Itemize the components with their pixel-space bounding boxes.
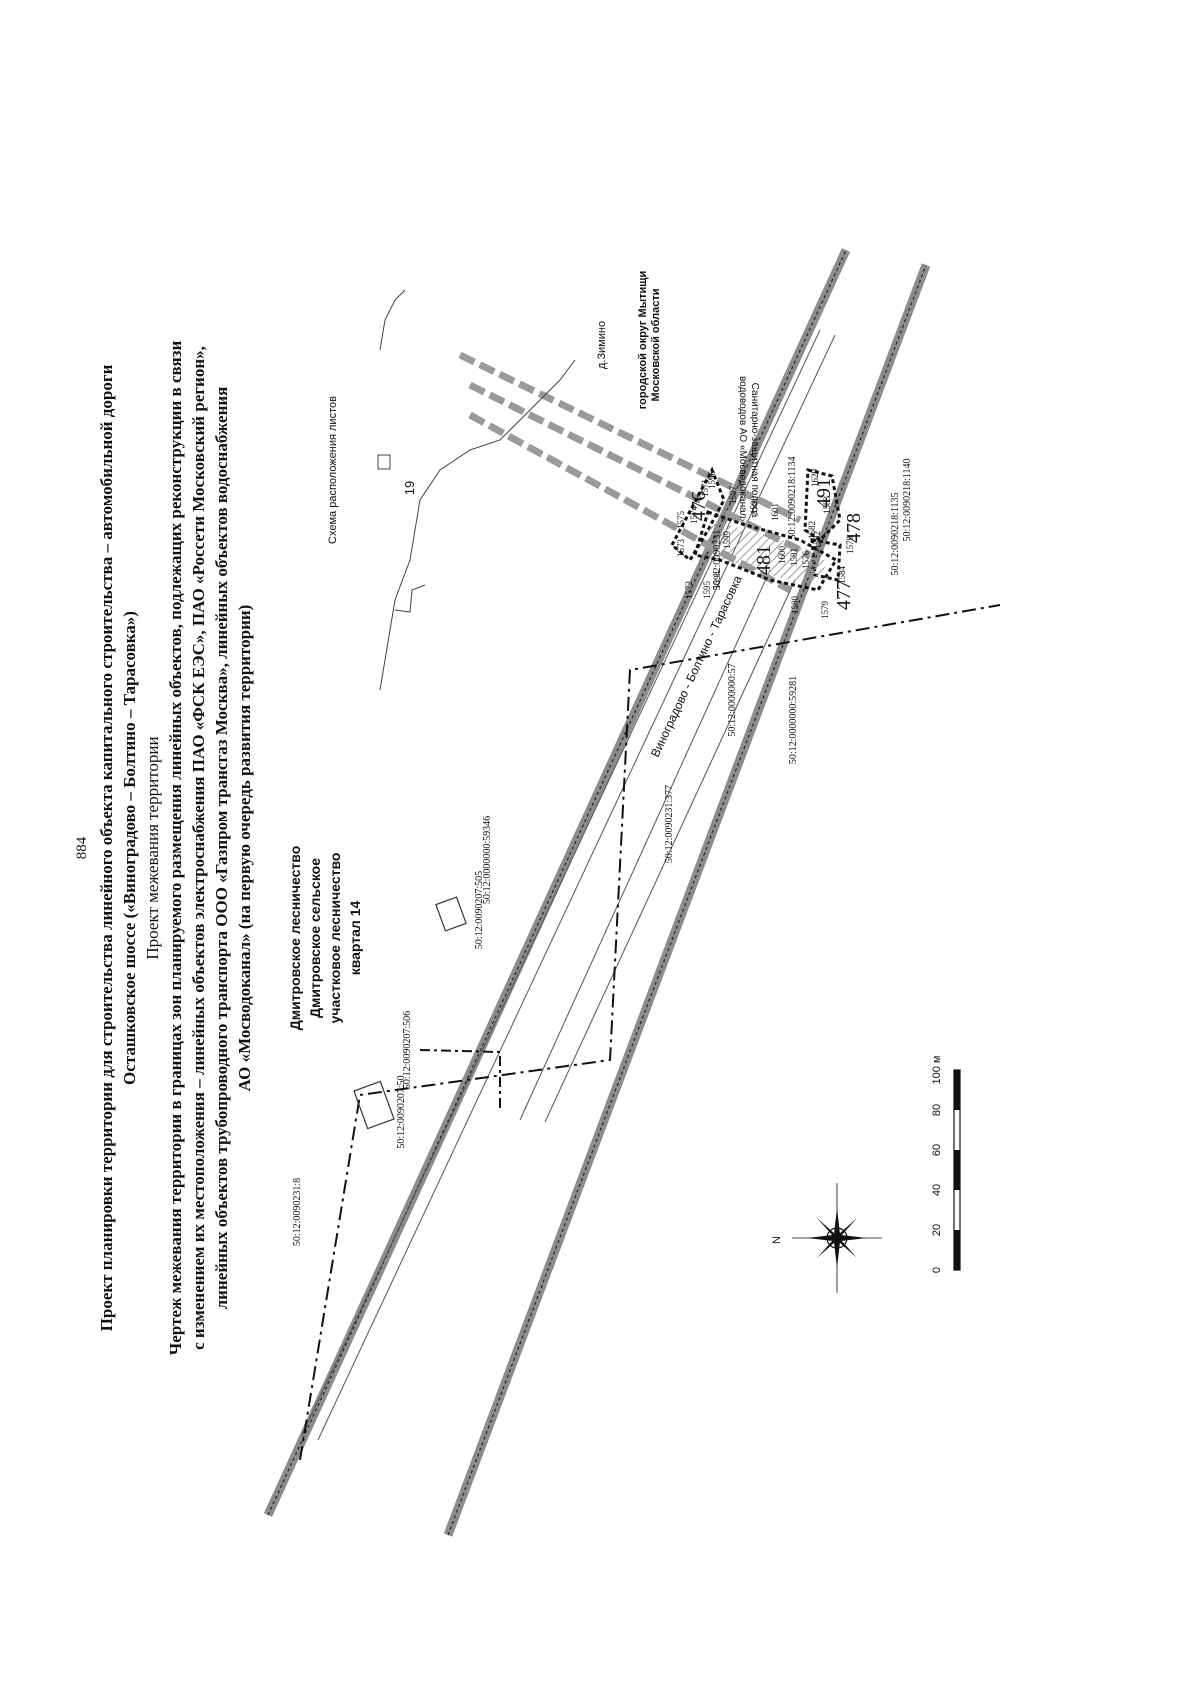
forestry-label-3: участковое лесничество — [327, 853, 343, 1024]
parcel-label: 50:12:0090231:377 — [664, 785, 675, 863]
point-label: 1571 — [700, 479, 710, 497]
point-label: 1592 — [812, 531, 822, 549]
parcel-label: 50:12:0090218:1134 — [787, 457, 798, 540]
power-line-2 — [419, 1049, 501, 1110]
parcel-label: 50:12:0090207:506 — [402, 1011, 413, 1089]
parcel-label: 50:12:0090207:50 — [396, 1075, 407, 1148]
point-label: 1579 — [820, 601, 830, 620]
point-label: 1596 — [707, 471, 717, 490]
sheet-number-19: 19 — [402, 481, 417, 495]
district-label-2: Московской области — [650, 288, 662, 401]
point-label: 1597 — [728, 486, 738, 505]
title-line-3: Проект межевания территории — [143, 736, 162, 959]
point-label: 1584 — [837, 566, 847, 585]
point-label: 1581 — [789, 548, 799, 566]
parcel-label: 50:12:0090218:1135 — [890, 493, 901, 576]
point-label: 1572 — [684, 581, 694, 599]
zone-481-fill — [700, 520, 828, 585]
title-line-6: линейных объектов трубопроводного трансп… — [212, 387, 231, 1310]
scale-tick: 60 — [931, 1144, 943, 1156]
sanitary-zone-label-2: водоводов АО «Мосводоканал» — [737, 376, 748, 525]
village-label: д.Зимино — [596, 321, 608, 369]
map-labels: Дмитровское лесничество Дмитровское сель… — [287, 271, 943, 1273]
point-label: 1575 — [676, 511, 686, 530]
point-label: 1599 — [722, 531, 732, 550]
scale-tick: 0 — [931, 1267, 943, 1273]
title-line-2: Осташковское шоссе («Виноградово – Болти… — [120, 611, 139, 1085]
point-label: 1583 — [822, 496, 832, 515]
page-header: 884 Проект планировки территории для стр… — [74, 341, 254, 1356]
point-label: 1573 — [676, 539, 686, 558]
parcel-label: 50:12:0090218:1140 — [902, 459, 913, 542]
north-arrow-icon — [792, 1183, 882, 1293]
title-line-1: Проект планировки территории для строите… — [97, 364, 116, 1331]
point-label: 1582 — [807, 521, 817, 539]
buildings — [353, 896, 467, 1130]
road-corridor-upper — [263, 248, 851, 1517]
road-corridor-lower — [443, 263, 931, 1537]
forestry-label-4: квартал 14 — [347, 901, 363, 976]
zone-number-476: 476 — [688, 491, 710, 521]
parcel-label: 50:12:0090207:505 — [474, 871, 485, 949]
scale-tick: 20 — [931, 1224, 943, 1236]
point-label: 1576 — [801, 551, 811, 570]
water-pipelines — [458, 351, 812, 594]
zone-number-491: 491 — [813, 478, 835, 508]
parcel-label: 50:12:0000000:57 — [727, 663, 738, 736]
district-label-1: городской округ Мытищи — [637, 271, 649, 410]
scale-tick: 100 м — [931, 1056, 943, 1085]
parcel-label: 50:12:0090231:8 — [292, 1178, 303, 1246]
point-label: 1574 — [689, 506, 699, 525]
scale-bar — [953, 1069, 961, 1271]
title-line-7: АО «Мосводоканал» (на первую очередь раз… — [235, 605, 254, 1092]
zone-number-478: 478 — [843, 513, 865, 543]
point-label: 1578 — [845, 536, 855, 555]
point-label: 1600 — [777, 546, 787, 565]
forestry-label-2: Дмитровское сельское — [307, 858, 323, 1018]
north-label: N — [771, 1236, 783, 1244]
map-drawing — [263, 248, 1001, 1537]
page-number: 884 — [74, 836, 90, 859]
forestry-label-1: Дмитровское лесничество — [287, 846, 303, 1031]
sanitary-zone-label-1: Санитарно-защитная полоса — [749, 383, 760, 518]
point-label: 1595 — [702, 581, 712, 600]
sheet-scheme — [377, 289, 576, 691]
point-label: 1601 — [770, 503, 780, 521]
point-label: 1594 — [712, 571, 722, 590]
scale-tick: 40 — [931, 1184, 943, 1196]
point-label: 1598 — [749, 496, 759, 515]
title-line-5: с изменением их местоположения – линейны… — [189, 346, 208, 1350]
parcel-label: 50:12:0090231 — [712, 530, 723, 591]
scale-tick: 80 — [931, 1104, 943, 1116]
parcel-label: 50:12:0000000:59346 — [482, 816, 493, 904]
point-label: 1629 — [810, 469, 820, 488]
zone-481 — [693, 510, 839, 592]
parcel-label: 50:12:0000000:59281 — [788, 676, 799, 764]
title-line-4: Чертеж межевания территории в границах з… — [166, 341, 185, 1356]
power-line — [299, 604, 1001, 1461]
zone-number-477: 477 — [833, 580, 855, 610]
point-label: 1580 — [790, 596, 800, 615]
sheet-scheme-label: Схема расположения листов — [327, 396, 339, 544]
zone-number-481: 481 — [753, 545, 775, 575]
